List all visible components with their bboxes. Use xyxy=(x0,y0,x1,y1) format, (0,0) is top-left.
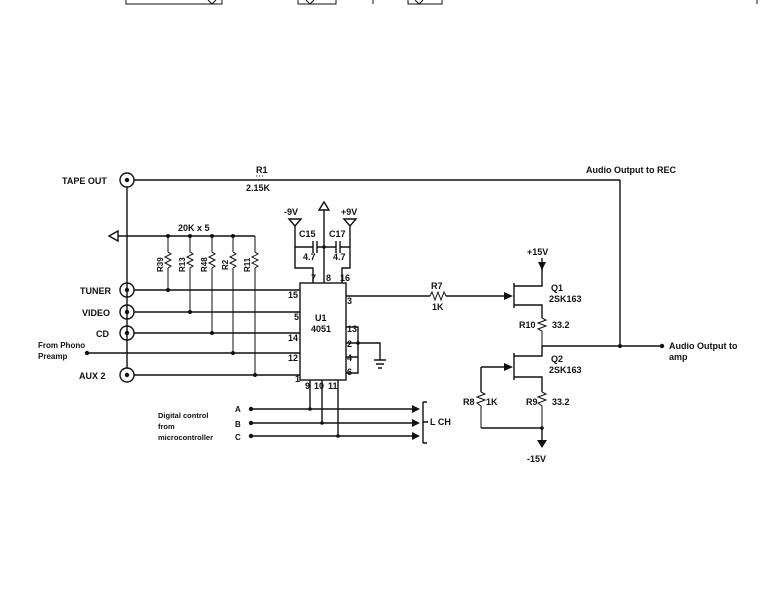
r8-value: 1K xyxy=(486,397,498,407)
unused-pin-junction xyxy=(356,341,360,345)
cd-label: CD xyxy=(96,329,109,339)
q2-label: Q2 xyxy=(551,354,563,364)
u1-ic-body xyxy=(299,282,347,381)
r9-resistor xyxy=(536,391,548,428)
pin-11: 11 xyxy=(328,381,338,391)
pin-6: 6 xyxy=(347,367,352,377)
q1-part: 2SK163 xyxy=(549,294,582,304)
pin-12: 12 xyxy=(288,353,298,363)
r8-resistor xyxy=(475,391,487,428)
pos9v-arrow xyxy=(342,218,358,228)
phono-terminal xyxy=(84,350,90,356)
r9-value: 33.2 xyxy=(552,397,570,407)
r1-label: R1 xyxy=(256,165,268,175)
tape-out-label: TAPE OUT xyxy=(62,176,107,186)
digital-control-label: Digital control xyxy=(158,411,208,420)
r48-label: R48 xyxy=(200,257,209,272)
pin-14: 14 xyxy=(288,333,298,343)
digital-control-from-label: from xyxy=(158,422,175,431)
r1-value: 2.15K xyxy=(246,183,271,193)
neg15v-arrow xyxy=(537,440,547,448)
neg15v-junction xyxy=(540,426,544,430)
aux2-label: AUX 2 xyxy=(79,371,106,381)
q2-part: 2SK163 xyxy=(549,365,582,375)
c15-value: 4.7 xyxy=(303,252,316,262)
r2-label: R2 xyxy=(221,259,230,270)
q2-gate-arrow xyxy=(504,363,513,371)
q1-label: Q1 xyxy=(551,283,563,293)
pin-2: 2 xyxy=(347,339,352,349)
output-junction xyxy=(618,344,622,348)
u1-part: 4051 xyxy=(311,324,331,334)
gnd-arrow-top xyxy=(317,200,331,211)
r8-label: R8 xyxy=(463,397,475,407)
bus-arrow xyxy=(107,229,119,243)
pos15v-label: +15V xyxy=(527,247,548,257)
r7-value: 1K xyxy=(432,302,444,312)
r13-label: R13 xyxy=(178,257,187,272)
neg15v-wire xyxy=(481,427,543,440)
r10-label: R10 xyxy=(519,320,536,330)
network-label: 20K x 5 xyxy=(178,223,210,233)
pin-16: 16 xyxy=(340,273,350,283)
preamp-label: Preamp xyxy=(38,352,67,361)
top-fragment xyxy=(125,0,758,5)
pos9v-label: +9V xyxy=(341,207,357,217)
r9-label: R9 xyxy=(526,397,538,407)
r13-resistor: R13 xyxy=(178,236,195,312)
aux2-jack xyxy=(119,367,135,383)
r2-resistor: R2 xyxy=(221,236,238,353)
neg9v-arrow xyxy=(287,218,303,228)
control-b-label: B xyxy=(235,420,241,429)
c17-label: C17 xyxy=(329,229,346,239)
r39-resistor: R39 xyxy=(156,236,173,290)
digital-control-source-label: microcontroller xyxy=(158,433,213,442)
neg9v-label: -9V xyxy=(284,207,298,217)
c17-capacitor xyxy=(324,226,351,253)
control-lines xyxy=(248,380,420,440)
amp-output-terminal xyxy=(659,343,665,349)
pin7-supply-wire xyxy=(294,247,314,283)
pin16-supply-wire xyxy=(341,247,351,283)
video-label: VIDEO xyxy=(82,308,110,318)
neg15v-label: -15V xyxy=(527,454,546,464)
r11-label: R11 xyxy=(243,257,252,272)
r39-label: R39 xyxy=(156,257,165,272)
c15-label: C15 xyxy=(299,229,316,239)
rec-output-label: Audio Output to REC xyxy=(586,165,676,175)
pin-13: 13 xyxy=(347,324,357,334)
u1-ref: U1 xyxy=(315,313,327,323)
r7-resistor xyxy=(429,290,447,302)
pin-4: 4 xyxy=(347,353,352,363)
q1-transistor xyxy=(513,268,543,318)
r11-resistor: R11 xyxy=(243,236,260,375)
r7-label: R7 xyxy=(431,281,443,291)
pin-15: 15 xyxy=(288,290,298,300)
pin-8: 8 xyxy=(326,273,331,283)
c17-value: 4.7 xyxy=(333,252,346,262)
pin-5: 5 xyxy=(294,312,299,322)
right-ground-symbol xyxy=(374,359,386,369)
pin-10: 10 xyxy=(314,381,324,391)
control-c-label: C xyxy=(235,433,241,442)
pin-3: 3 xyxy=(347,296,352,306)
l-ch-bracket xyxy=(422,401,428,444)
amp-output-label: Audio Output to xyxy=(669,341,738,351)
pin-9: 9 xyxy=(305,381,310,391)
r48-resistor: R48 xyxy=(200,236,217,333)
amp-output-label-2: amp xyxy=(669,352,688,362)
r10-resistor xyxy=(536,317,548,346)
tuner-label: TUNER xyxy=(80,286,111,296)
l-ch-label: L CH xyxy=(430,417,451,427)
q1-gate-arrow xyxy=(504,292,513,300)
r10-value: 33.2 xyxy=(552,320,570,330)
q2-transistor xyxy=(513,346,543,392)
control-a-label: A xyxy=(235,405,241,414)
tape-out-jack xyxy=(119,172,135,188)
from-phono-label: From Phono xyxy=(38,341,85,350)
pin-1: 1 xyxy=(295,374,300,384)
